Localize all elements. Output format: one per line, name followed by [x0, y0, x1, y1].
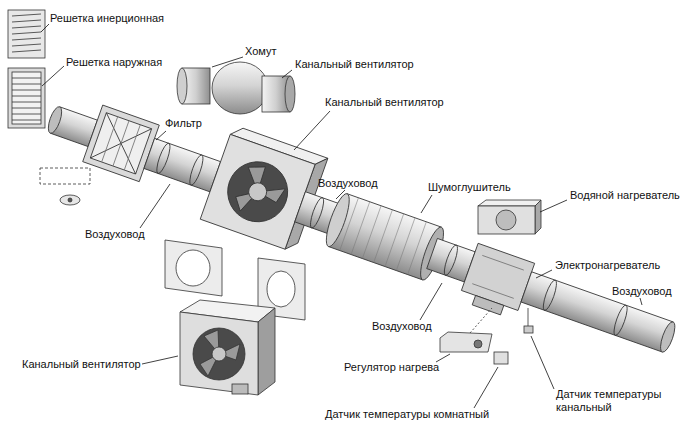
part-label: Водяной нагреватель: [570, 189, 680, 202]
room-temperature-sensor: [494, 352, 508, 364]
water-heater: [478, 200, 541, 234]
part-label: Канальный вентилятор: [325, 96, 444, 109]
part-label: Канальный вентилятор: [295, 58, 414, 71]
part-label: Хомут: [245, 45, 277, 58]
duct-temperature-sensor: [524, 308, 533, 333]
part-label: Регулятор нагрева: [344, 361, 439, 374]
part-label: Воздуховод: [612, 285, 672, 298]
main-duct-run: [35, 66, 691, 381]
part-label: Шумоглушитель: [428, 181, 511, 194]
leader-lines: [41, 24, 642, 408]
outer-grille: [8, 68, 45, 128]
inertial-grille: [8, 10, 45, 58]
part-label: Решетка наружная: [66, 56, 162, 69]
part-label: Воздуховод: [318, 177, 378, 190]
part-label: Датчик температуры комнатный: [325, 408, 489, 421]
duct-fan-with-clamps: [177, 62, 295, 114]
part-label: Канальный вентилятор: [22, 358, 141, 371]
part-label: Решетка инерционная: [50, 12, 164, 25]
box-duct-fan: [180, 300, 275, 395]
heat-regulator: [440, 308, 492, 352]
part-label: Датчик температуры канальный: [556, 388, 671, 414]
part-label: Фильтр: [165, 117, 202, 130]
part-label: Воздуховод: [372, 320, 432, 333]
part-label: Электронагреватель: [555, 259, 660, 272]
part-label: Воздуховод: [85, 228, 145, 241]
mount-parts: [40, 168, 90, 205]
